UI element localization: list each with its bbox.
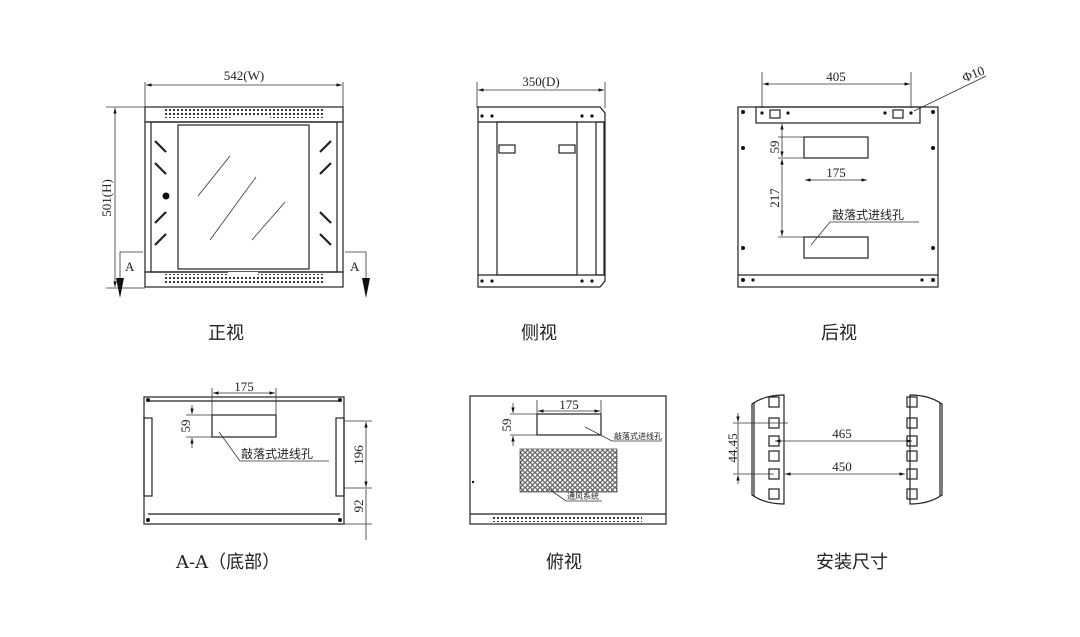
top-view: 175 59 敲落式进线孔 通风系统 <box>469 395 667 525</box>
top-front-perforation <box>492 516 642 522</box>
section-mark-left: A <box>125 259 135 274</box>
u-pitch-label: 44.45 <box>725 433 740 462</box>
hole-diameter-label: Φ10 <box>960 63 986 85</box>
glass-door-window <box>177 124 310 270</box>
door-edge <box>595 121 605 276</box>
inner-width-label: 450 <box>832 459 852 474</box>
cabinet-body <box>144 121 344 273</box>
depth-label: 350(D) <box>522 74 560 89</box>
door-vent-slots <box>154 140 332 246</box>
vent-note-leader <box>548 488 602 502</box>
hole-spacing-label: 405 <box>826 69 846 84</box>
top-panel-outline <box>469 395 667 525</box>
side-screw-holes <box>480 114 594 283</box>
side-panel <box>496 121 578 276</box>
side-panel-outline <box>477 106 606 288</box>
width-label: 542(W) <box>224 68 264 83</box>
rear-view-caption: 后视 <box>821 323 857 344</box>
rail-square-holes <box>768 396 918 500</box>
side-view: 350(D) <box>476 74 606 288</box>
vent-note: 通风系统 <box>567 491 599 501</box>
front-view-caption: 正视 <box>208 323 244 344</box>
install-view-caption: 安装尺寸 <box>816 552 888 573</box>
left-mounting-rail <box>751 394 785 505</box>
side-view-caption: 侧视 <box>521 323 557 344</box>
right-mounting-rail <box>909 394 943 505</box>
top-vent-perforation <box>165 109 325 118</box>
section-mark-right: A <box>350 259 360 274</box>
rear-knockout-bottom <box>803 236 869 259</box>
ventilation-grille <box>519 448 618 493</box>
section-arrow-right-icon <box>362 278 370 298</box>
side-handle-left <box>498 144 516 154</box>
rear-note-leader <box>810 221 919 246</box>
bottom-knockout-note: 敲落式进线孔 <box>241 446 313 461</box>
bottom-knockout-width-label: 175 <box>234 379 254 394</box>
bottom-view-caption: A-A（底部） <box>176 552 281 573</box>
top-knockout-width-label: 175 <box>559 397 579 412</box>
bottom-note-leader <box>218 431 329 462</box>
rear-knockout-top <box>803 136 869 159</box>
bottom-92-label: 92 <box>351 500 366 513</box>
bottom-knockout <box>211 414 277 438</box>
diameter-leader-line <box>913 75 987 112</box>
side-handle-right <box>558 144 576 154</box>
top-knockout <box>536 413 602 436</box>
outer-width-label: 465 <box>832 426 852 441</box>
front-view: 542(W) 501(H) A A <box>99 68 370 298</box>
top-note-leader <box>584 426 662 442</box>
rear-mount-bracket <box>755 106 921 124</box>
rear-view: 405 Φ10 59 217 175 敲落式进线孔 <box>737 63 987 288</box>
door-lock-icon <box>162 192 170 200</box>
top-knockout-note: 敲落式进线孔 <box>614 431 662 441</box>
top-knockout-height-label: 59 <box>499 419 514 432</box>
top-view-caption: 俯视 <box>546 552 582 573</box>
bottom-section-view: 175 59 敲落式进线孔 196 92 <box>143 379 372 540</box>
install-dimensions-view: 44.45 465 450 <box>725 394 943 505</box>
rear-knockout-width-label: 175 <box>826 165 846 180</box>
rear-knockout-spacing-label: 217 <box>767 188 782 208</box>
rear-knockout-note: 敲落式进线孔 <box>832 207 904 222</box>
bottom-vent-perforation <box>165 274 325 283</box>
bottom-196-label: 196 <box>351 445 366 465</box>
bottom-knockout-height-label: 59 <box>178 420 193 433</box>
height-label: 501(H) <box>99 179 114 217</box>
rear-knockout-height-label: 59 <box>767 141 782 154</box>
section-arrow-left-icon <box>116 278 124 298</box>
